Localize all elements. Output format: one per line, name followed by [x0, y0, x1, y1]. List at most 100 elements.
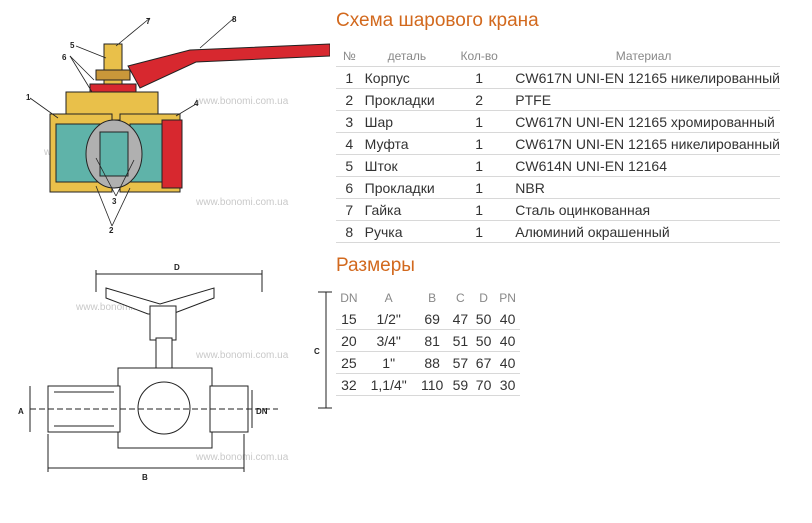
callout-6: 6	[62, 53, 67, 62]
dim-b: 110	[415, 373, 449, 396]
part-qty: 2	[451, 88, 508, 111]
part-number: 4	[336, 132, 363, 155]
dim-b: 81	[415, 329, 449, 352]
part-name: Прокладки	[362, 176, 452, 199]
handle	[127, 43, 330, 89]
part-name: Шар	[362, 110, 452, 133]
parts-title: Схема шарового крана	[336, 10, 539, 31]
callouts	[29, 17, 235, 227]
dim-pn: 40	[495, 329, 520, 352]
dim-c: 51	[448, 329, 472, 352]
header-b: B	[428, 291, 437, 305]
header-c: C	[456, 291, 465, 305]
callout-1: 1	[26, 93, 31, 102]
part-name: Прокладки	[362, 88, 452, 111]
header-material: Материал	[507, 46, 780, 67]
dim-dn: 20	[336, 329, 362, 352]
part-number: 3	[336, 110, 363, 133]
part-material: NBR	[507, 176, 780, 199]
part-number: 8	[336, 220, 363, 243]
dim-c: 57	[448, 351, 472, 374]
dim-c: 59	[448, 373, 472, 396]
watermark: www.bonomi.com.ua	[195, 452, 289, 463]
dim-a: 1"	[361, 351, 416, 374]
watermark: www.bonomi.com.ua	[195, 350, 289, 361]
stem-nut	[149, 305, 177, 341]
part-material: CW617N UNI-EN 12165 никелированный	[507, 132, 780, 155]
part-name: Шток	[362, 154, 452, 177]
dim-d: 70	[471, 373, 496, 396]
part-material: CW614N UNI-EN 12164	[507, 154, 780, 177]
dim-d: 50	[471, 308, 496, 330]
header-pn: PN	[499, 291, 516, 305]
dim-dn: 15	[336, 308, 362, 330]
part-material: PTFE	[507, 88, 780, 111]
header-dn: DN	[340, 291, 358, 305]
watermark: www.bonomi.com.ua	[195, 96, 289, 107]
dim-label-c: C	[314, 347, 320, 356]
header-qty: Кол-во	[451, 46, 508, 67]
part-name: Ручка	[362, 220, 452, 243]
valve-cutaway-diagram: www.bonomi.com.ua www.bonomi.com.ua www.…	[26, 15, 330, 235]
part-name: Муфта	[362, 132, 452, 155]
callout-3: 3	[112, 197, 117, 206]
dim-label-b: B	[142, 473, 148, 482]
dim-a: 1/2"	[361, 308, 416, 330]
part-qty: 1	[451, 110, 508, 133]
header-name: деталь	[362, 46, 452, 67]
dim-a: 1,1/4"	[361, 373, 416, 396]
part-name: Корпус	[362, 66, 452, 89]
dimensions-title: Размеры	[336, 255, 415, 276]
part-name: Гайка	[362, 198, 452, 221]
part-qty: 1	[451, 220, 508, 243]
header-d: D	[479, 291, 488, 305]
part-number: 5	[336, 154, 363, 177]
header-a: A	[384, 291, 393, 305]
part-material: Алюминий окрашенный	[507, 220, 780, 243]
dim-label-a: A	[18, 407, 24, 416]
part-material: Сталь оцинкованная	[507, 198, 780, 221]
dims-header-row: DN A B C D PN	[336, 288, 520, 308]
part-qty: 1	[451, 132, 508, 155]
dim-d: 50	[471, 329, 496, 352]
part-qty: 1	[451, 176, 508, 199]
parts-header-row: № деталь Кол-во Материал	[336, 46, 780, 67]
part-number: 7	[336, 198, 363, 221]
part-qty: 1	[451, 154, 508, 177]
dim-label-d: D	[174, 263, 180, 272]
dim-dn: 25	[336, 351, 362, 374]
valve-dimension-drawing: www.bonomi.com.ua www.bonomi.com.ua www.…	[18, 263, 332, 482]
dim-d: 67	[471, 351, 496, 374]
dim-b: 88	[415, 351, 449, 374]
watermark: www.bonomi.com.ua	[75, 302, 169, 313]
dim-dn: 32	[336, 373, 362, 396]
part-material: CW617N UNI-EN 12165 никелированный	[507, 66, 780, 89]
watermark: www.bonomi.com.ua	[195, 197, 289, 208]
dim-pn: 40	[495, 308, 520, 330]
valve-body	[117, 367, 213, 449]
part-number: 2	[336, 88, 363, 111]
callout-7: 7	[146, 17, 151, 26]
dim-c: 47	[448, 308, 472, 330]
ball-bore	[99, 131, 129, 177]
nut	[95, 69, 131, 81]
callout-2: 2	[109, 226, 114, 235]
callout-4: 4	[194, 99, 199, 108]
union-nut	[161, 119, 183, 189]
butterfly-handle	[105, 287, 215, 315]
part-qty: 1	[451, 198, 508, 221]
part-number: 6	[336, 176, 363, 199]
